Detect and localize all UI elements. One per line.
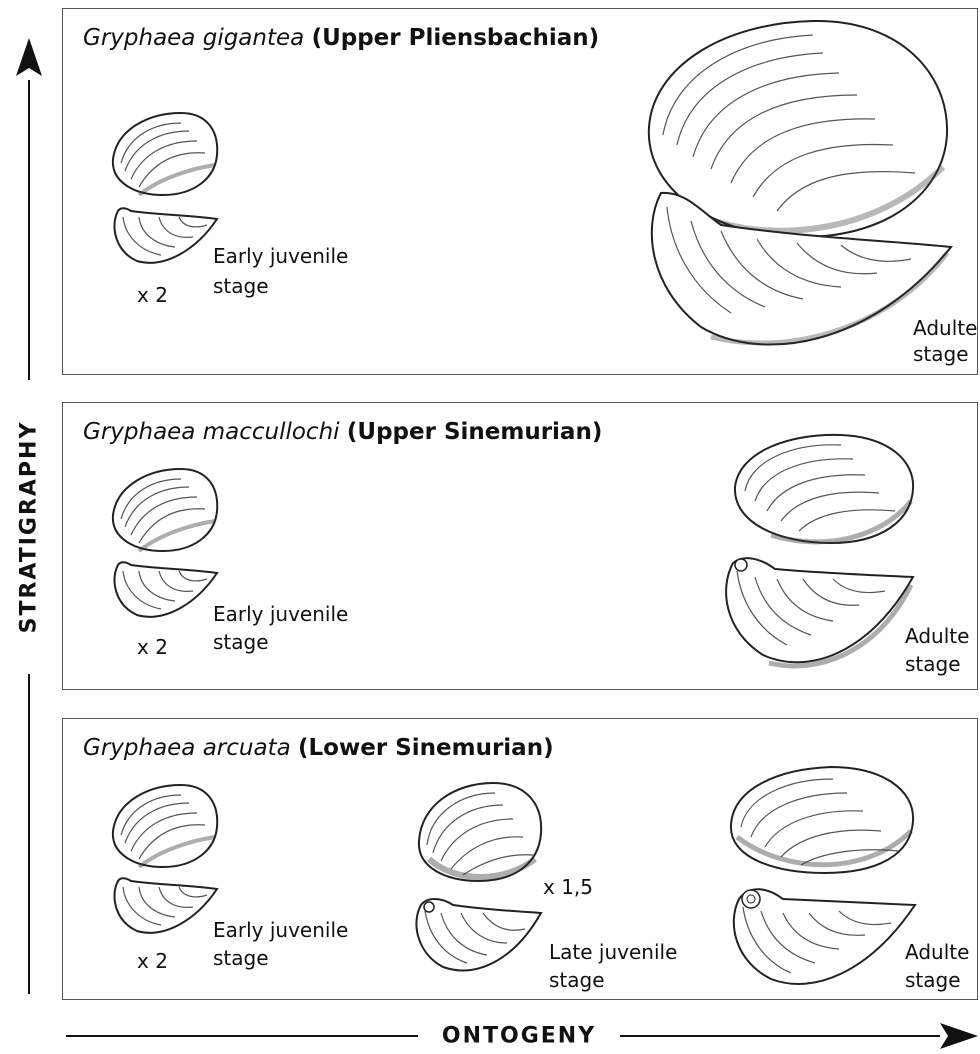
up-arrow-icon — [16, 38, 42, 76]
adult-label-line2: stage — [913, 339, 969, 369]
late-juvenile-shell-side-icon — [411, 895, 543, 975]
geologic-stage: (Lower Sinemurian) — [298, 735, 554, 761]
geologic-stage: (Upper Pliensbachian) — [312, 25, 600, 51]
right-arrow-icon — [940, 1023, 978, 1049]
adult-label-line2: stage — [905, 649, 961, 679]
adult-shell-side-icon — [727, 885, 917, 991]
adult-label-line1: Adulte — [905, 937, 969, 967]
early-scale: x 2 — [137, 635, 168, 659]
panel-maccullochi: Gryphaea maccullochi (Upper Sinemurian) … — [62, 402, 978, 690]
adult-label-line1: Adulte — [905, 621, 969, 651]
species-name: Gryphaea maccullochi — [83, 419, 340, 445]
early-label-line2: stage — [213, 943, 269, 973]
panel-title: Gryphaea gigantea (Upper Pliensbachian) — [83, 25, 599, 51]
late-juvenile-shell-top-icon — [415, 779, 545, 883]
early-label-line2: stage — [213, 271, 269, 301]
early-juvenile-shell-side-icon — [109, 205, 221, 271]
early-juvenile-shell-side-icon — [109, 875, 221, 941]
adult-shell-side-icon — [719, 555, 915, 673]
species-name: Gryphaea arcuata — [83, 735, 291, 761]
early-juvenile-shell-top-icon — [109, 109, 221, 199]
early-label-line1: Early juvenile — [213, 241, 348, 271]
early-label-line1: Early juvenile — [213, 915, 348, 945]
early-label-line1: Early juvenile — [213, 599, 348, 629]
late-label-line1: Late juvenile — [549, 937, 677, 967]
panel-gigantea: Gryphaea gigantea (Upper Pliensbachian) … — [62, 8, 978, 375]
geologic-stage: (Upper Sinemurian) — [347, 419, 602, 445]
late-label-line2: stage — [549, 965, 605, 995]
panel-arcuata: Gryphaea arcuata (Lower Sinemurian) x 2 … — [62, 718, 978, 1000]
early-label-line2: stage — [213, 627, 269, 657]
late-scale: x 1,5 — [543, 875, 593, 899]
early-juvenile-shell-side-icon — [109, 559, 221, 625]
ontogeny-label: ONTOGENY — [442, 1024, 596, 1049]
panel-title: Gryphaea arcuata (Lower Sinemurian) — [83, 735, 554, 761]
adult-shell-top-icon — [727, 765, 917, 875]
early-juvenile-shell-top-icon — [109, 781, 221, 871]
early-juvenile-shell-top-icon — [109, 465, 221, 555]
early-scale: x 2 — [137, 949, 168, 973]
adult-shell-side-icon — [641, 187, 953, 355]
early-scale: x 2 — [137, 283, 168, 307]
species-name: Gryphaea gigantea — [83, 25, 304, 51]
adult-label-line2: stage — [905, 965, 961, 995]
panel-title: Gryphaea maccullochi (Upper Sinemurian) — [83, 419, 602, 445]
adult-shell-top-icon — [731, 431, 917, 545]
stratigraphy-label: STRATIGRAPHY — [17, 421, 42, 634]
